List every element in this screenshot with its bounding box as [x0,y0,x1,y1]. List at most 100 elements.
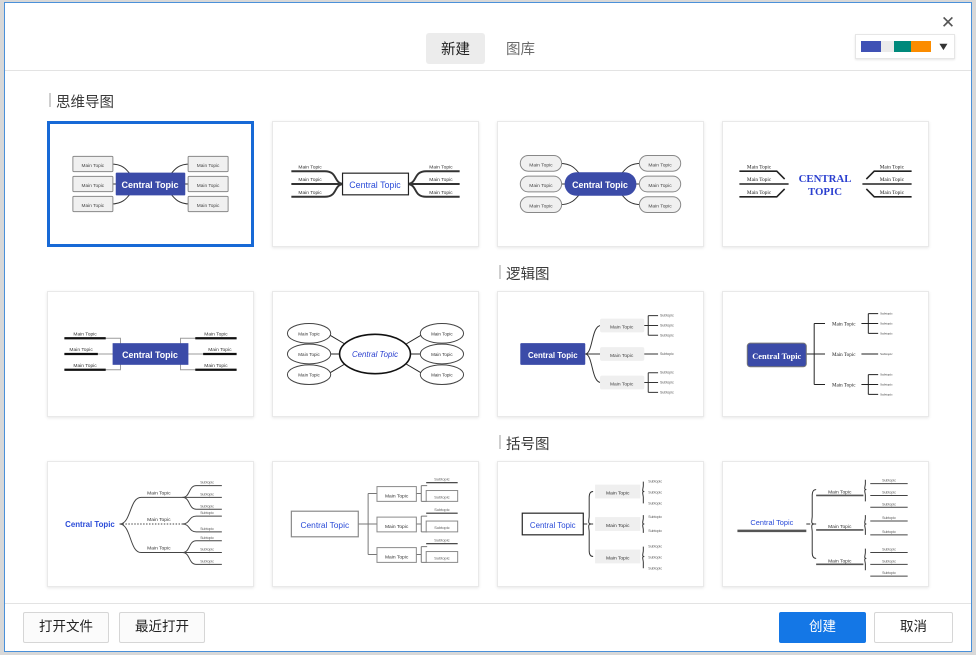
swatch-teal [894,41,911,52]
svg-text:Main Topic: Main Topic [747,190,772,196]
svg-text:Subtopic: Subtopic [434,477,449,482]
svg-text:Subtopic: Subtopic [660,323,674,327]
svg-text:Main Topic: Main Topic [73,363,97,369]
template-cell: Main Topic Main Topic Main Topic Main To… [47,121,254,247]
template-card-lg-3[interactable]: Main Topic Main Topic Main Topic Subtopi… [47,461,254,587]
open-file-button[interactable]: 打开文件 [23,612,109,643]
svg-text:Main Topic: Main Topic [606,555,630,561]
template-card-mm-5[interactable]: Main Topic Main Topic Main Topic Main To… [47,291,254,417]
template-card-lg-1[interactable]: Main Topic Main Topic Main Topic Subtopi… [497,291,704,417]
svg-text:Main Topic: Main Topic [429,164,453,170]
recent-open-button[interactable]: 最近打开 [119,612,205,643]
template-cell: 逻辑图 [497,259,704,417]
svg-text:Main Topic: Main Topic [298,164,322,170]
close-icon[interactable]: ✕ [940,12,956,32]
row-spacer-label [274,433,479,453]
template-card-mm-6[interactable]: Main Topic Main Topic Main Topic Main To… [272,291,479,417]
svg-text:Main Topic: Main Topic [147,517,171,523]
svg-text:Subtopic: Subtopic [200,527,214,531]
svg-text:Subtopic: Subtopic [880,382,893,386]
template-cell: Main Topic Main Topic Main Topic Main To… [497,121,704,247]
color-theme-picker[interactable]: ▼ [855,34,955,59]
row-spacer-label [49,263,254,283]
svg-text:Main Topic: Main Topic [880,164,905,170]
svg-text:Subtopic: Subtopic [434,555,449,560]
svg-text:Subtopic: Subtopic [882,502,896,506]
svg-text:Main Topic: Main Topic [197,203,220,209]
template-cell: Central Topic [497,599,704,603]
svg-text:Main Topic: Main Topic [429,177,453,183]
svg-text:Subtopic: Subtopic [200,559,214,563]
svg-text:Main Topic: Main Topic [385,524,409,530]
svg-text:Subtopic: Subtopic [880,312,893,316]
template-card-mm-4[interactable]: Main Topic Main Topic Main Topic Main To… [722,121,929,247]
svg-text:Subtopic: Subtopic [648,566,662,570]
section-title-logic: 逻辑图 [499,263,704,283]
chevron-down-icon: ▼ [936,40,951,53]
template-card-mm-2[interactable]: Main Topic Main Topic Main Topic Main To… [272,121,479,247]
svg-text:Main Topic: Main Topic [73,331,97,337]
new-document-dialog: ✕ 新建 图库 ▼ 思维导图 [4,2,972,652]
template-scroll-area[interactable]: 思维导图 [5,71,971,603]
svg-text:Subtopic: Subtopic [660,381,674,385]
svg-text:Main Topic: Main Topic [648,204,672,210]
template-card-lg-2[interactable]: Main Topic Main Topic Main Topic Subtopi… [722,291,929,417]
node-central-line1: CENTRAL [799,173,852,185]
template-card-lg-4[interactable]: Main Topic Main Topic Main Topic Subtopi… [272,461,479,587]
svg-text:Main Topic: Main Topic [69,347,93,353]
node-central: Central Topic [530,521,576,530]
svg-text:Subtopic: Subtopic [434,525,449,530]
node-central: Central Topic [65,520,115,529]
svg-text:Subtopic: Subtopic [200,511,214,515]
svg-text:Main Topic: Main Topic [197,163,220,169]
template-cell: Main Topic Main Topic Main Topic Main To… [272,259,479,417]
tab-new[interactable]: 新建 [426,33,485,64]
template-card-bk-2[interactable]: Main Topic Main Topic Main Topic Subtopi… [722,461,929,587]
row-spacer-label [49,433,254,453]
node-central: Central Topic [752,352,801,361]
svg-text:Subtopic: Subtopic [882,479,896,483]
svg-text:Main Topic: Main Topic [82,203,105,209]
svg-text:Subtopic: Subtopic [880,392,893,396]
svg-text:Subtopic: Subtopic [880,352,893,356]
svg-text:Main Topic: Main Topic [648,162,672,168]
cancel-button[interactable]: 取消 [874,612,953,643]
template-card-mm-1[interactable]: Main Topic Main Topic Main Topic Main To… [47,121,254,247]
dialog-tabs: 新建 图库 [5,33,971,64]
svg-text:Main Topic: Main Topic [431,373,453,378]
svg-text:Main Topic: Main Topic [832,382,856,388]
template-cell: Central Topic [722,599,929,603]
template-cell: Main Topic Main Topic Main Topic Subtopi… [722,429,929,587]
svg-text:Main Topic: Main Topic [429,190,453,196]
swatch-blue [861,41,881,52]
svg-text:Subtopic: Subtopic [200,536,214,540]
svg-text:Main Topic: Main Topic [747,164,772,170]
template-cell: Main Topic Main Topic Main Topic Subtopi… [722,259,929,417]
template-cell: Main Topic Main Topic Main Topic Main To… [272,121,479,247]
svg-text:Main Topic: Main Topic [298,331,320,336]
swatch-gray [881,41,894,52]
dialog-footer: 打开文件 最近打开 创建 取消 [5,603,971,651]
svg-text:Subtopic: Subtopic [660,333,674,337]
svg-text:Subtopic: Subtopic [882,559,896,563]
svg-text:Main Topic: Main Topic [298,177,322,183]
template-cell: Main Topic Main Topic Main Topic Subtopi… [272,429,479,587]
svg-text:Main Topic: Main Topic [610,324,634,330]
svg-text:Main Topic: Main Topic [204,363,228,369]
node-central: Central Topic [122,180,179,190]
template-cell: Main Topic Main Topic Main Topic Subtopi… [47,429,254,587]
node-central: Central Topic [572,180,628,190]
svg-text:Subtopic: Subtopic [882,530,896,534]
svg-text:Subtopic: Subtopic [648,480,662,484]
tab-gallery[interactable]: 图库 [506,42,535,58]
template-card-bk-1[interactable]: Main Topic Main Topic Main Topic Subtopi… [497,461,704,587]
svg-text:Subtopic: Subtopic [880,331,893,335]
create-button[interactable]: 创建 [779,612,866,643]
row-spacer-label [724,433,929,453]
template-cell: Central Topic [272,599,479,603]
svg-text:Subtopic: Subtopic [880,321,893,325]
svg-text:Subtopic: Subtopic [882,516,896,520]
svg-text:Subtopic: Subtopic [660,314,674,318]
svg-text:Subtopic: Subtopic [880,373,893,377]
template-card-mm-3[interactable]: Main Topic Main Topic Main Topic Main To… [497,121,704,247]
